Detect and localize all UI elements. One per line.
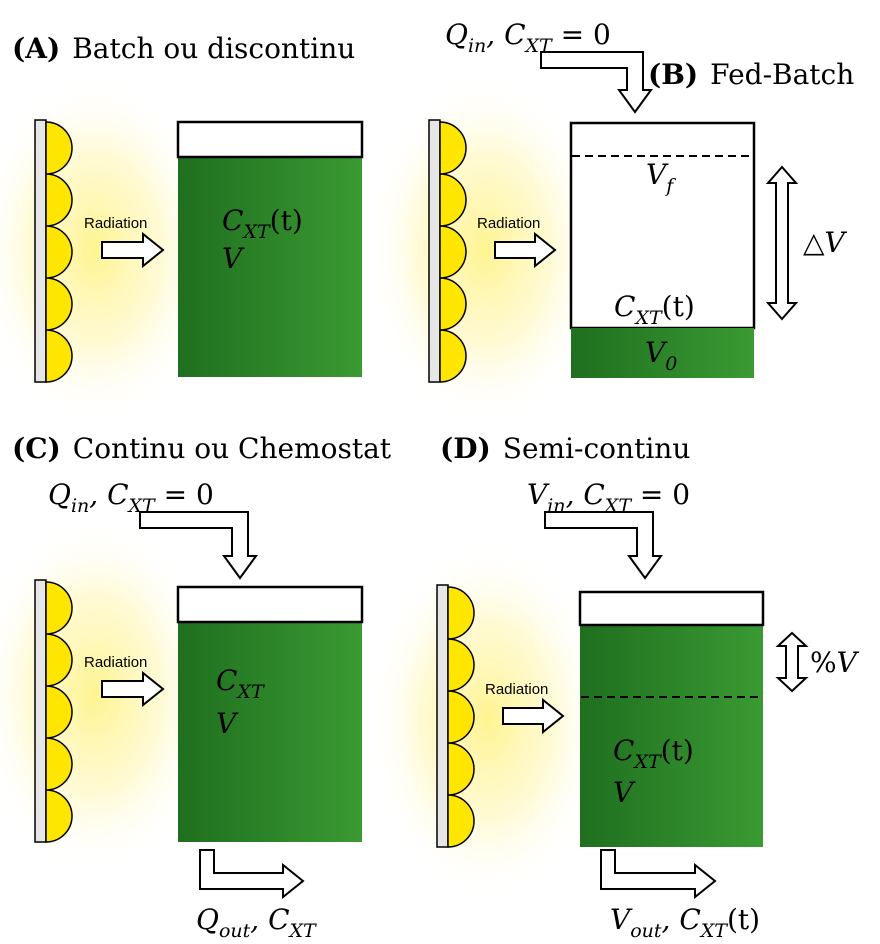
panel-c-letter: (C) — [12, 432, 61, 465]
lamp-panel-icon — [34, 579, 73, 843]
culture-volume — [178, 157, 362, 377]
inflow-arrow-icon — [139, 511, 258, 580]
reactor-vessel — [569, 121, 756, 378]
inflow-label: Qin, CXT = 0 — [48, 478, 214, 517]
headspace — [578, 590, 765, 627]
panel-c: (C) Continu ou Chemostat Qin, CXT = 0 Ra… — [0, 432, 392, 942]
panel-a-heading: (A) Batch ou discontinu — [12, 32, 355, 65]
outflow-arrow-icon — [600, 849, 717, 900]
radiation-arrow-icon — [494, 231, 557, 269]
light-glow — [367, 540, 607, 900]
reactor-vessel — [176, 120, 364, 377]
radiation-arrow-icon — [502, 697, 565, 735]
radiation-label: Radiation — [84, 215, 147, 232]
fill-space — [569, 121, 756, 330]
panel-d-title: Semi-continu — [503, 432, 691, 465]
concentration-label: CXT(t) — [222, 204, 303, 243]
panel-b-title: Fed-Batch — [710, 58, 854, 91]
panel-b-letter: (B) — [648, 58, 698, 91]
culture-volume — [178, 622, 362, 842]
light-glow — [365, 75, 605, 425]
panel-a-title: Batch ou discontinu — [72, 32, 355, 65]
radiation-label: Radiation — [84, 654, 147, 671]
culture-volume — [571, 328, 754, 378]
headspace — [176, 120, 364, 159]
delta-volume-label: △V — [803, 226, 848, 259]
culture-volume — [580, 625, 763, 847]
headspace — [176, 585, 364, 624]
panel-b: Qin, CXT = 0 (B) Fed-Batch Radiation Vf … — [365, 18, 854, 425]
volume-label: V — [613, 776, 636, 809]
lamp-panel-icon — [436, 584, 475, 848]
inflow-arrow-icon — [540, 51, 653, 114]
radiation-label: Radiation — [485, 681, 548, 698]
percent-volume-label: %V — [810, 646, 860, 679]
reactor-vessel — [578, 590, 765, 847]
panel-b-heading: (B) Fed-Batch — [648, 58, 854, 91]
panel-a-letter: (A) — [12, 32, 60, 65]
panel-a: (A) Batch ou discontinu Radiation CXT(t)… — [0, 32, 364, 425]
inflow-arrow-icon — [544, 511, 663, 580]
volume-label: V — [222, 242, 245, 275]
initial-volume-label: V0 — [645, 336, 677, 375]
outflow-label: Qout, CXT — [196, 903, 317, 942]
concentration-label: CXT(t) — [613, 734, 694, 773]
lamp-panel-icon — [428, 119, 467, 383]
panel-c-title: Continu ou Chemostat — [73, 432, 392, 465]
reactor-vessel — [176, 585, 364, 842]
volume-label: V — [216, 707, 239, 740]
concentration-label: CXT(t) — [614, 290, 695, 329]
inflow-label: Qin, CXT = 0 — [445, 18, 611, 57]
panel-d-heading: (D) Semi-continu — [440, 432, 690, 465]
radiation-arrow-icon — [101, 670, 165, 708]
delta-volume-arrow-icon — [765, 165, 799, 321]
radiation-arrow-icon — [101, 231, 165, 269]
radiation-label: Radiation — [477, 215, 540, 232]
lamp-panel-icon — [34, 119, 73, 383]
panel-c-heading: (C) Continu ou Chemostat — [12, 432, 392, 465]
panel-d: (D) Semi-continu Vin, CXT = 0 Radiation … — [367, 432, 860, 942]
concentration-label: CXT — [216, 664, 265, 703]
final-volume-label: Vf — [646, 158, 676, 197]
panel-d-letter: (D) — [440, 432, 491, 465]
percent-volume-arrow-icon — [775, 631, 809, 693]
outflow-label: Vout, CXT(t) — [610, 903, 760, 942]
outflow-arrow-icon — [199, 849, 305, 900]
